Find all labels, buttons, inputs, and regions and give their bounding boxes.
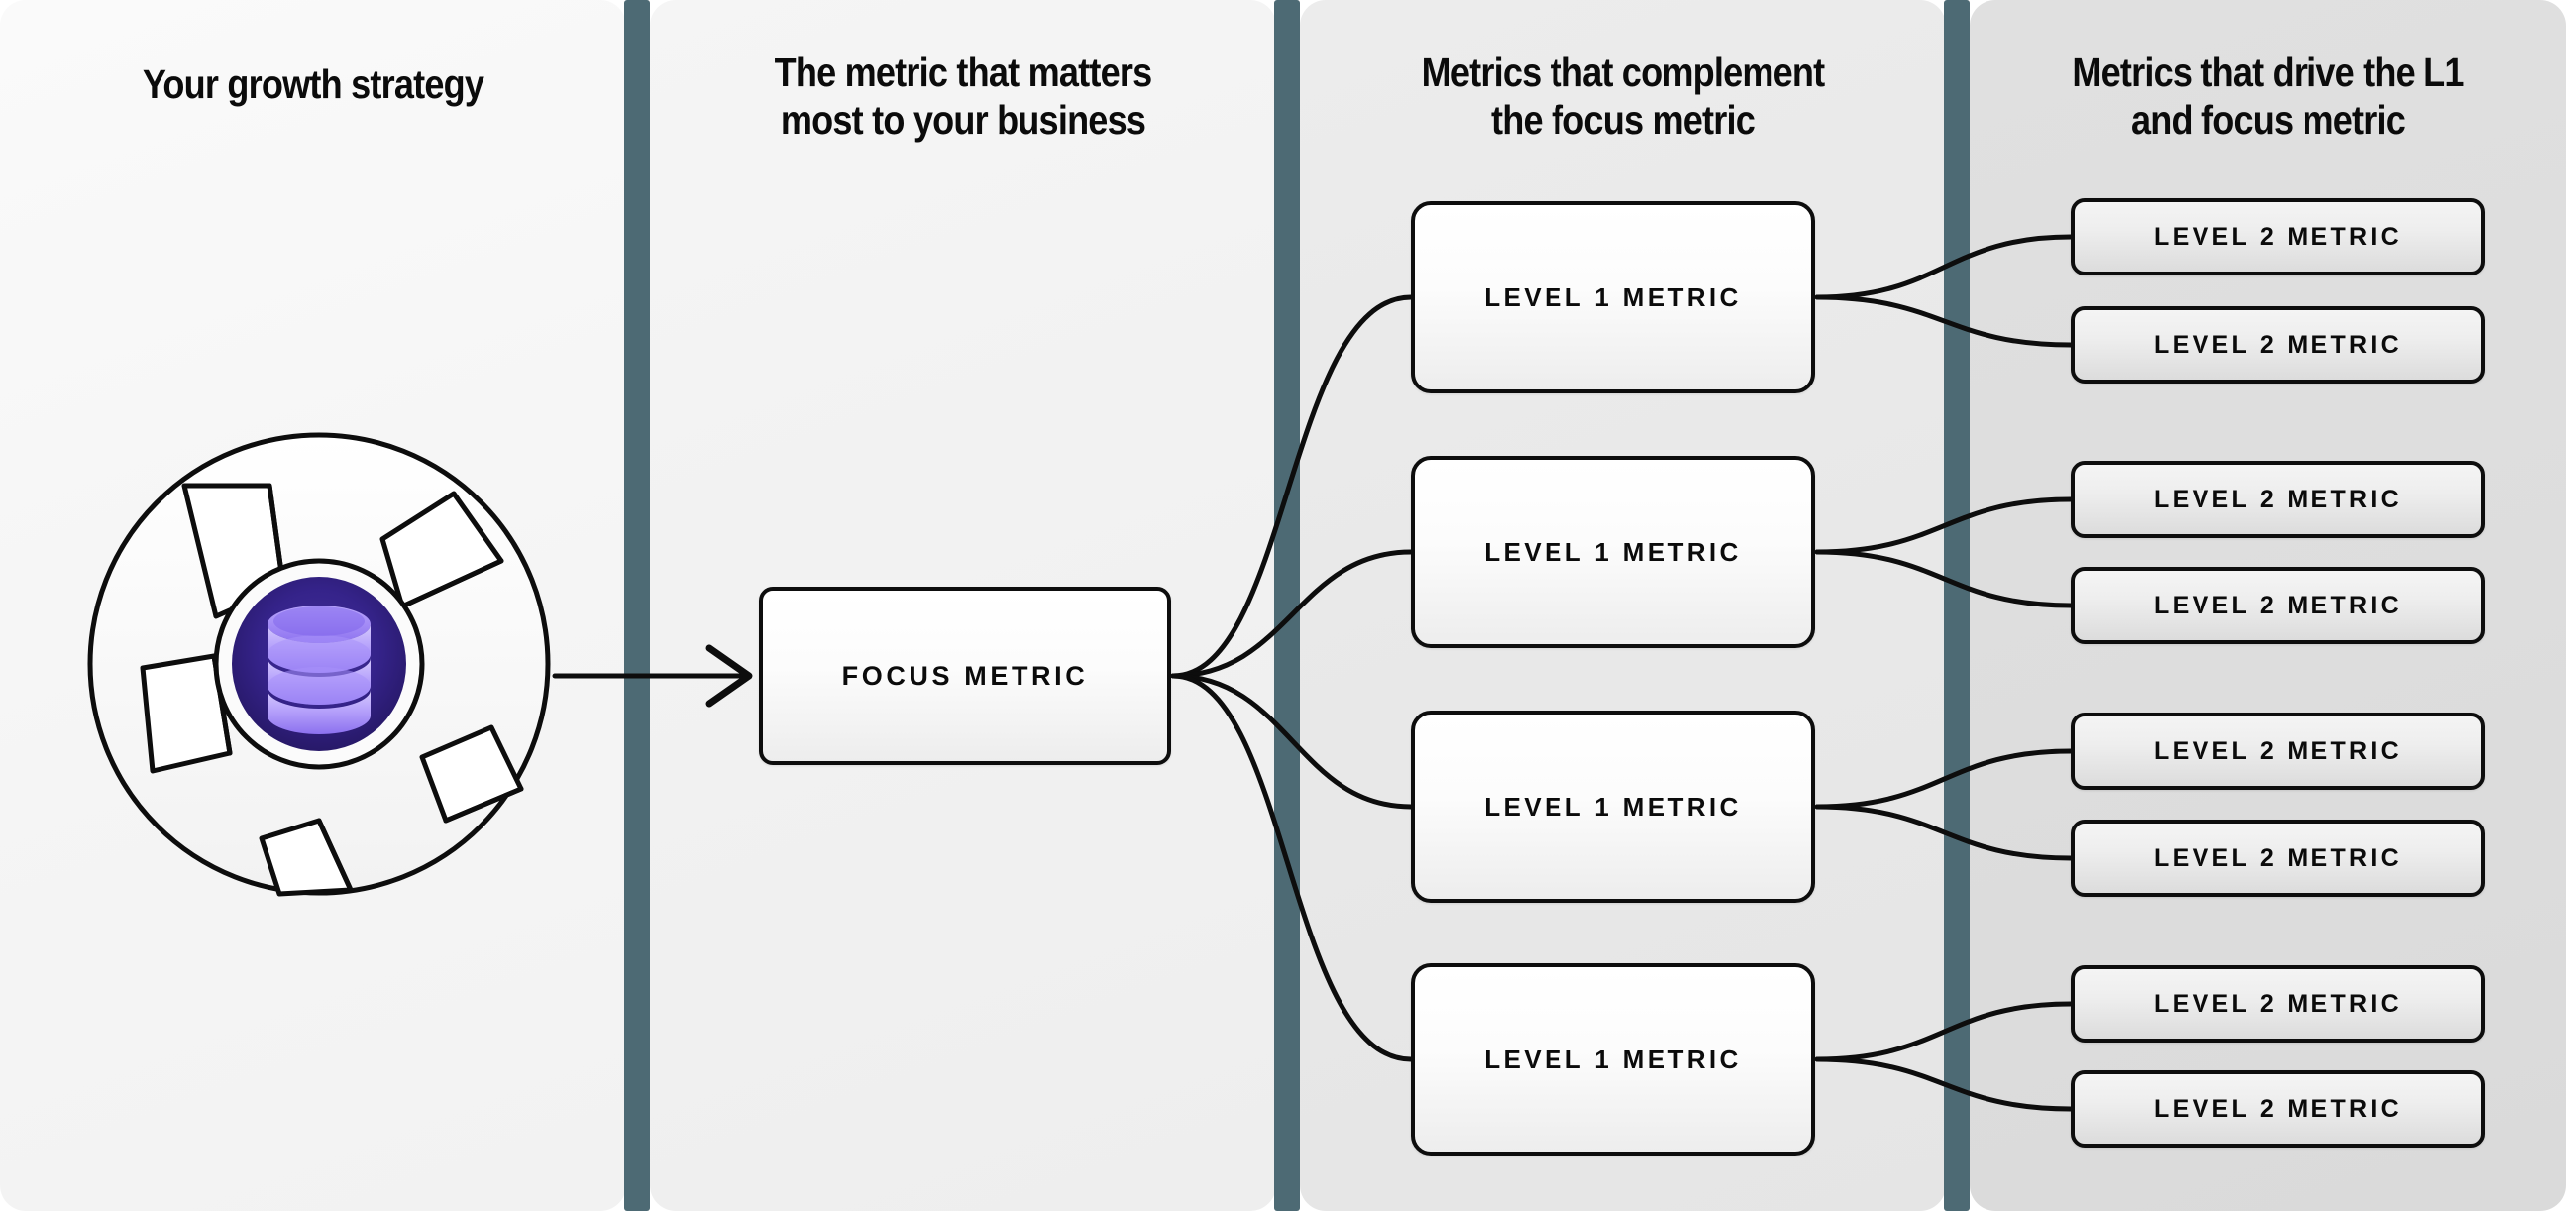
node-level-1-metric-2-label: LEVEL 1 METRIC [1484,536,1742,567]
node-level-2-metric-5[interactable]: LEVEL 2 METRIC [2071,713,2485,790]
node-level-2-metric-8-label: LEVEL 2 METRIC [2154,1094,2402,1123]
column-header-growth-strategy: Your growth strategy [142,61,484,107]
database-icon [268,606,371,734]
node-level-2-metric-4-label: LEVEL 2 METRIC [2154,591,2402,619]
column-divider-1 [624,0,650,1211]
node-level-2-metric-2[interactable]: LEVEL 2 METRIC [2071,306,2485,384]
node-level-2-metric-7[interactable]: LEVEL 2 METRIC [2071,965,2485,1043]
column-header-level-2-metrics: Metrics that drive the L1 and focus metr… [2072,50,2464,143]
node-level-1-metric-1[interactable]: LEVEL 1 METRIC [1411,201,1815,393]
node-level-1-metric-1-label: LEVEL 1 METRIC [1484,281,1742,312]
node-level-1-metric-4-label: LEVEL 1 METRIC [1484,1044,1742,1074]
node-level-2-metric-8[interactable]: LEVEL 2 METRIC [2071,1070,2485,1148]
node-level-2-metric-7-label: LEVEL 2 METRIC [2154,989,2402,1018]
node-level-1-metric-4[interactable]: LEVEL 1 METRIC [1411,963,1815,1156]
node-level-2-metric-1-label: LEVEL 2 METRIC [2154,222,2402,251]
column-header-level-1-metrics: Metrics that complement the focus metric [1421,50,1826,143]
node-focus-metric-label: FOCUS METRIC [841,660,1089,691]
node-level-2-metric-2-label: LEVEL 2 METRIC [2154,330,2402,359]
column-header-focus-metric: The metric that matters most to your bus… [774,50,1153,143]
aperture-database-icon [85,430,553,898]
column-divider-3 [1944,0,1970,1211]
node-level-2-metric-5-label: LEVEL 2 METRIC [2154,736,2402,765]
node-level-2-metric-6[interactable]: LEVEL 2 METRIC [2071,820,2485,897]
column-divider-2 [1274,0,1300,1211]
node-level-1-metric-2[interactable]: LEVEL 1 METRIC [1411,456,1815,648]
node-level-2-metric-3-label: LEVEL 2 METRIC [2154,485,2402,513]
node-level-2-metric-3[interactable]: LEVEL 2 METRIC [2071,461,2485,538]
node-level-1-metric-3[interactable]: LEVEL 1 METRIC [1411,711,1815,903]
node-level-1-metric-3-label: LEVEL 1 METRIC [1484,791,1742,822]
node-level-2-metric-6-label: LEVEL 2 METRIC [2154,843,2402,872]
node-level-2-metric-4[interactable]: LEVEL 2 METRIC [2071,567,2485,644]
node-focus-metric[interactable]: FOCUS METRIC [759,587,1171,765]
node-level-2-metric-1[interactable]: LEVEL 2 METRIC [2071,198,2485,275]
